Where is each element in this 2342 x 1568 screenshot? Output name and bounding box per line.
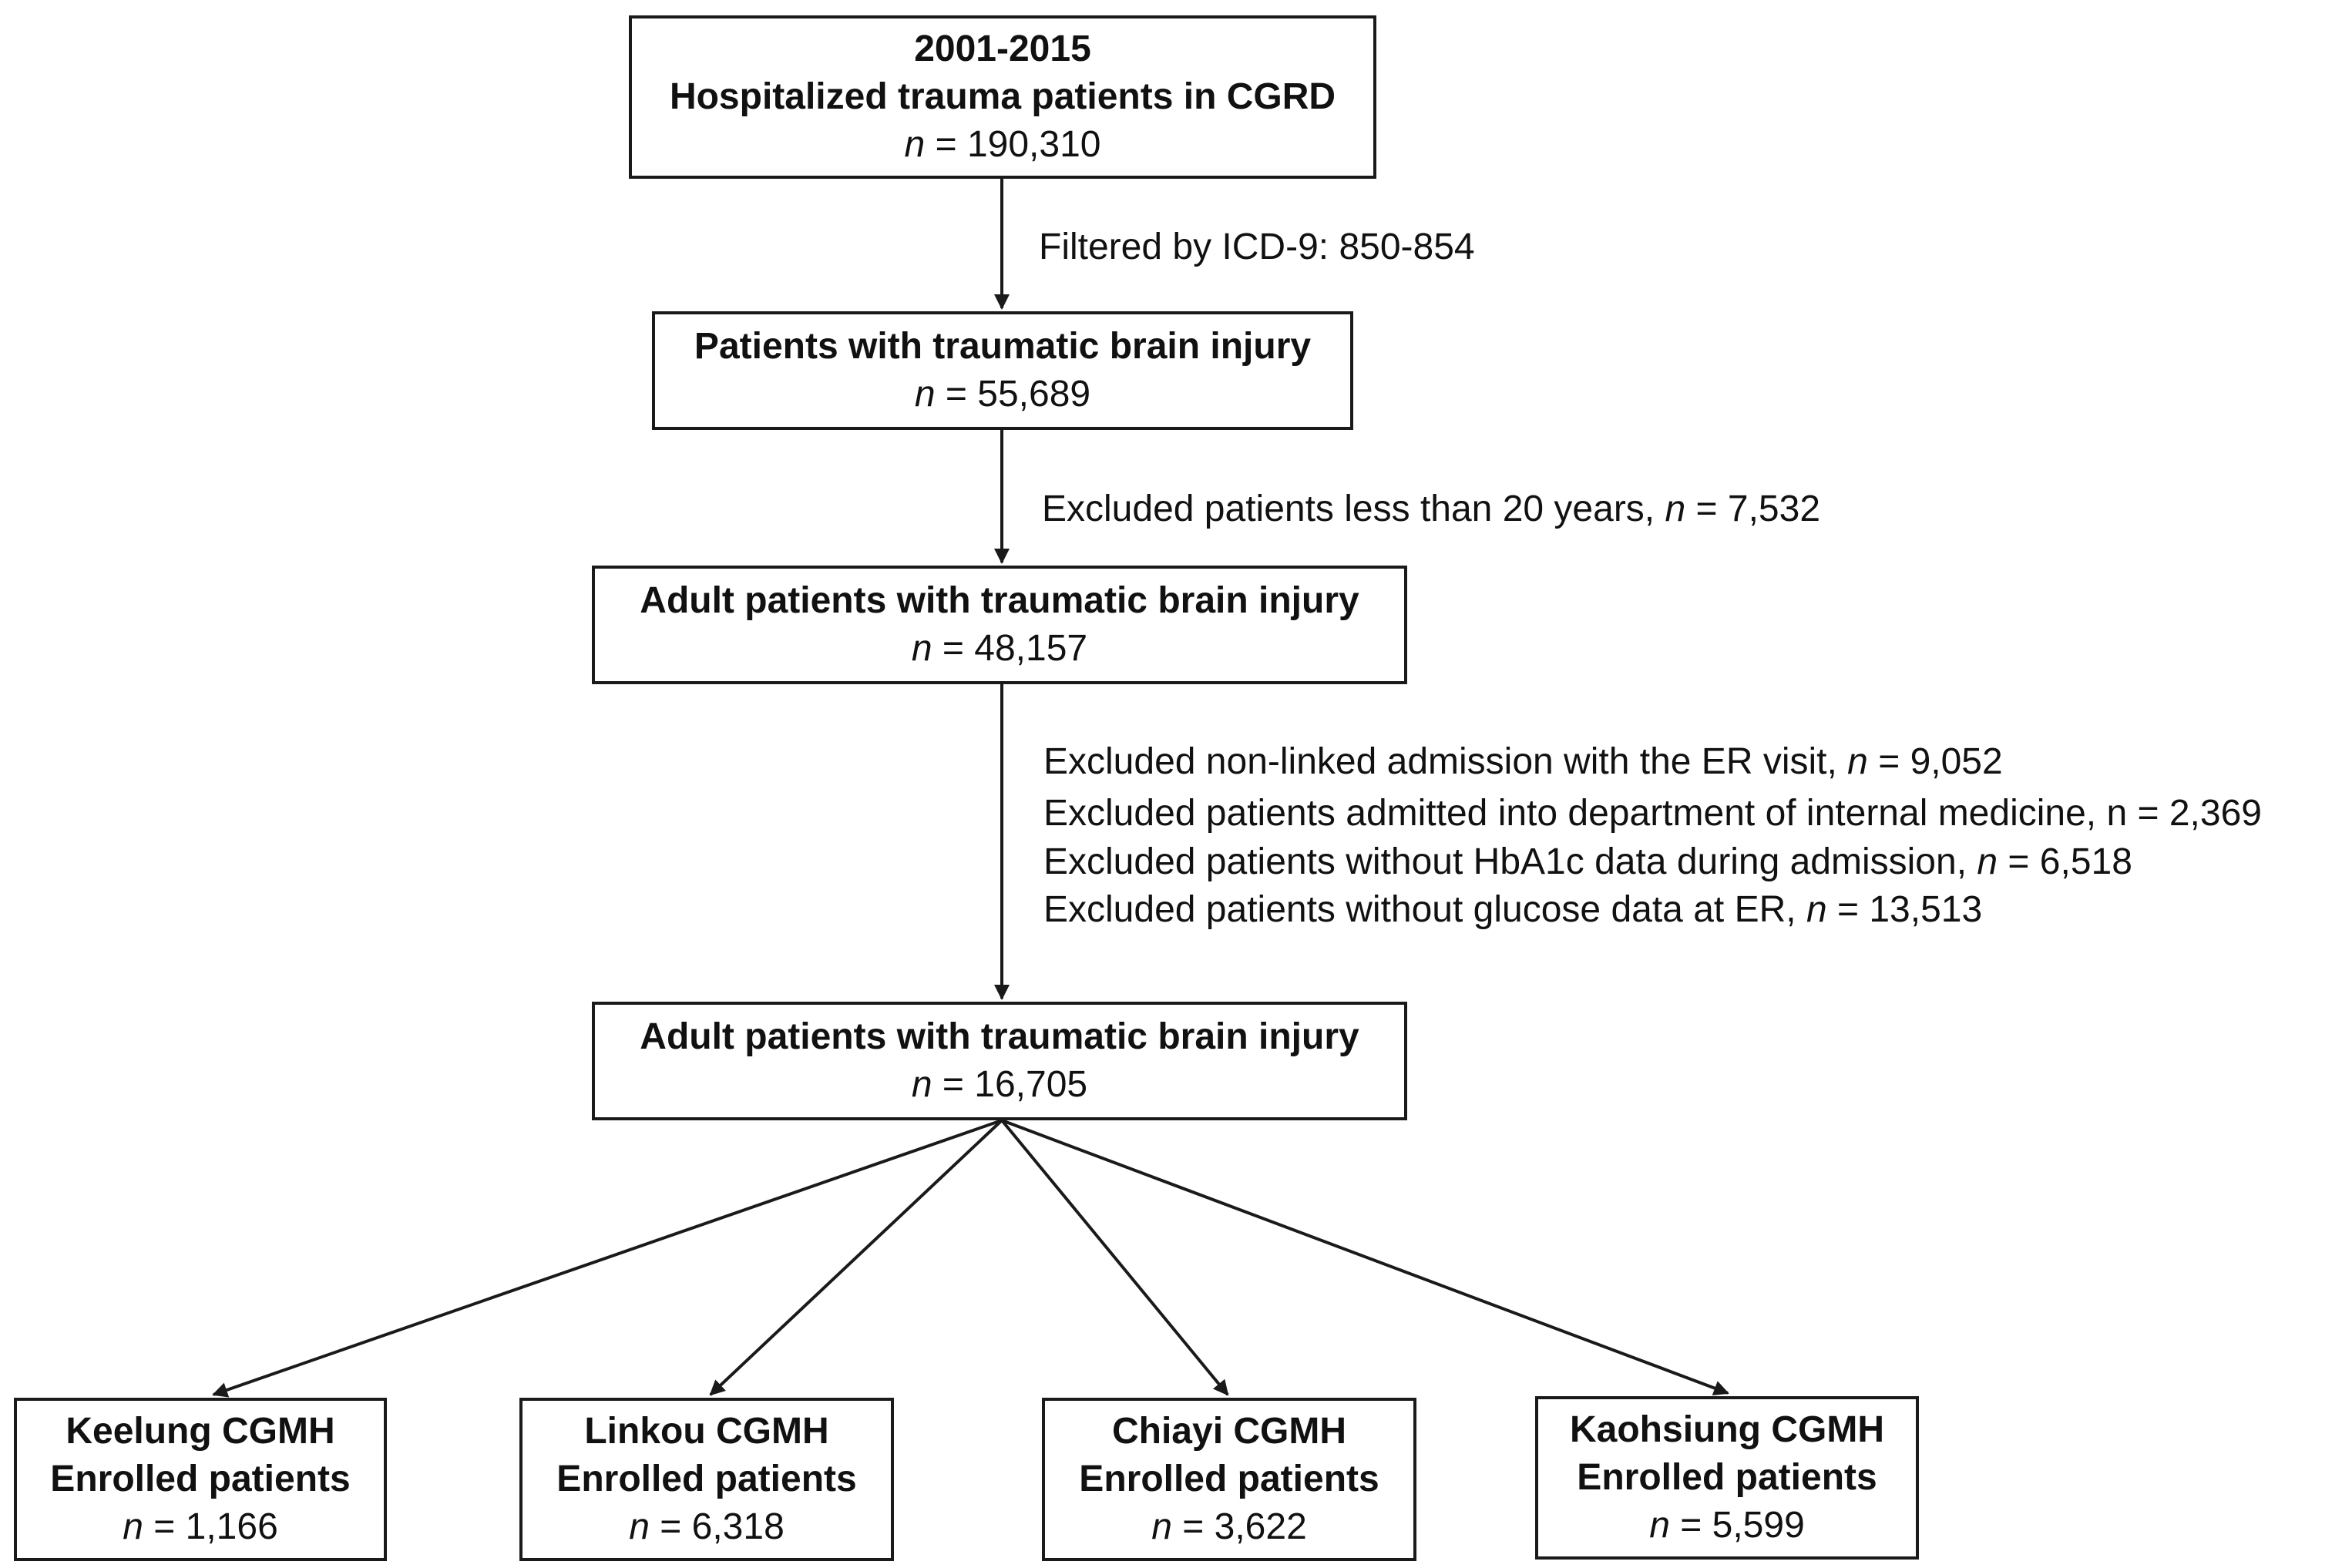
box-2-count-value: = 55,689 <box>945 374 1091 415</box>
arrow-to-keelung <box>212 1119 1003 1398</box>
step-text: Excluded non-linked admission with the E… <box>1043 741 1848 782</box>
step-text: Excluded patients without glucose data a… <box>1043 889 1806 930</box>
n-symbol: n <box>1806 889 1827 930</box>
n-symbol: n <box>904 124 926 165</box>
linkou-label: Enrolled patients <box>556 1459 857 1499</box>
chiayi-site: Chiayi CGMH <box>1111 1411 1347 1452</box>
step-exclude-internal-medicine: Excluded patients admitted into departme… <box>1043 793 2262 834</box>
n-symbol: n <box>911 1064 932 1105</box>
box-1-count-value: = 190,310 <box>935 124 1101 165</box>
step-exclude-no-glucose: Excluded patients without glucose data a… <box>1043 886 1982 934</box>
box-4-count: n = 16,705 <box>912 1061 1087 1109</box>
box-hospitalized-trauma: 2001-2015 Hospitalized trauma patients i… <box>629 15 1376 179</box>
box-linkou: Linkou CGMH Enrolled patients n = 6,318 <box>519 1398 894 1561</box>
step-value: = 9,052 <box>1867 741 2003 782</box>
box-adult-tbi-1: Adult patients with traumatic brain inju… <box>592 566 1407 684</box>
step-exclude-age: Excluded patients less than 20 years, n … <box>1042 485 1820 533</box>
box-kaohsiung: Kaohsiung CGMH Enrolled patients n = 5,5… <box>1535 1396 1919 1560</box>
box-tbi-patients: Patients with traumatic brain injury n =… <box>652 311 1353 430</box>
box-3-count: n = 48,157 <box>912 625 1087 673</box>
keelung-count: n = 1,166 <box>123 1503 278 1551</box>
chiayi-count-value: = 3,622 <box>1182 1506 1307 1547</box>
step-text: Excluded patients without HbA1c data dur… <box>1043 841 1977 882</box>
n-symbol: n <box>1847 741 1868 782</box>
box-2-title: Patients with traumatic brain injury <box>694 326 1312 367</box>
arrow-to-chiayi <box>1000 1119 1229 1396</box>
linkou-count: n = 6,318 <box>629 1503 785 1551</box>
box-2-count: n = 55,689 <box>915 371 1090 418</box>
arrow-to-linkou <box>709 1119 1003 1396</box>
box-1-count: n = 190,310 <box>905 121 1101 169</box>
arrow-to-kaohsiung <box>1001 1119 1729 1396</box>
keelung-label: Enrolled patients <box>50 1459 351 1499</box>
chiayi-label: Enrolled patients <box>1079 1459 1379 1499</box>
step-value: = 6,518 <box>1998 841 2132 882</box>
keelung-count-value: = 1,166 <box>153 1506 278 1547</box>
n-symbol: n <box>914 374 936 415</box>
n-symbol: n <box>1151 1506 1172 1547</box>
n-symbol: n <box>123 1506 143 1547</box>
kaohsiung-count: n = 5,599 <box>1649 1502 1805 1550</box>
kaohsiung-count-value: = 5,599 <box>1680 1505 1805 1546</box>
box-1-title: Hospitalized trauma patients in CGRD <box>669 76 1336 117</box>
n-symbol: n <box>1977 841 1998 882</box>
step-exclude-non-linked: Excluded non-linked admission with the E… <box>1043 738 2003 786</box>
step-exclude-age-text: Excluded patients less than 20 years, <box>1042 489 1665 529</box>
step-value: = 13,513 <box>1826 889 1983 930</box>
n-symbol: n <box>1665 489 1686 529</box>
box-4-title: Adult patients with traumatic brain inju… <box>640 1016 1359 1057</box>
keelung-site: Keelung CGMH <box>66 1411 335 1452</box>
step-filter-icd9: Filtered by ICD-9: 850-854 <box>1039 227 1475 267</box>
kaohsiung-label: Enrolled patients <box>1577 1457 1877 1498</box>
linkou-count-value: = 6,318 <box>660 1506 785 1547</box>
step-exclude-age-value: = 7,532 <box>1685 489 1821 529</box>
box-chiayi: Chiayi CGMH Enrolled patients n = 3,622 <box>1042 1398 1416 1561</box>
chiayi-count: n = 3,622 <box>1151 1503 1307 1551</box>
box-1-years: 2001-2015 <box>914 29 1091 69</box>
n-symbol: n <box>1649 1505 1670 1546</box>
box-adult-tbi-2: Adult patients with traumatic brain inju… <box>592 1002 1407 1120</box>
n-symbol: n <box>911 628 932 669</box>
n-symbol: n <box>629 1506 650 1547</box>
box-3-title: Adult patients with traumatic brain inju… <box>640 580 1359 621</box>
kaohsiung-site: Kaohsiung CGMH <box>1570 1409 1884 1450</box>
linkou-site: Linkou CGMH <box>584 1411 829 1452</box>
box-keelung: Keelung CGMH Enrolled patients n = 1,166 <box>14 1398 387 1561</box>
step-exclude-no-hba1c: Excluded patients without HbA1c data dur… <box>1043 838 2132 886</box>
box-4-count-value: = 16,705 <box>942 1064 1088 1105</box>
box-3-count-value: = 48,157 <box>942 628 1088 669</box>
